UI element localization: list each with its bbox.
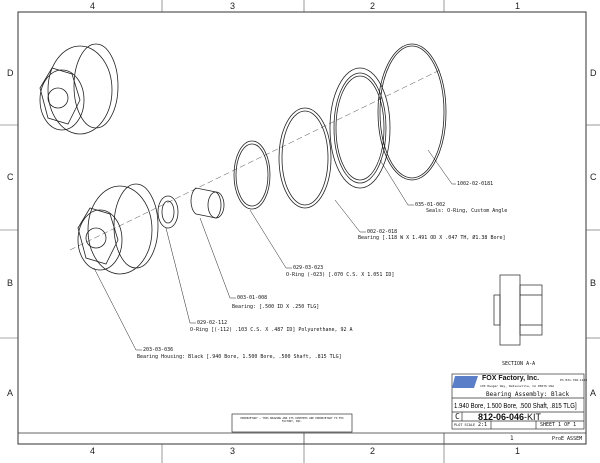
section-view [493,274,543,346]
part-number-base: 812-06-046 [478,412,525,422]
sheet-size: C [455,412,460,421]
company-phone: Ph 831-768-1100 [560,378,588,382]
zone-col-1-bottom: 1 [515,446,521,456]
zone-row-d: D [7,68,14,78]
callout-part-number: 029-03-023 [293,265,324,271]
leader-lines [93,149,456,351]
callout-part-number: 029-02-112 [197,320,228,326]
zone-row-b-right: B [590,278,597,288]
exploded-assembly [39,43,447,275]
title-block-lines [18,373,586,444]
callout-part-number: 1002-02-0181 [457,181,494,187]
zone-col-3-bottom: 3 [230,446,236,456]
zone-col-1: 1 [515,1,521,11]
company-name: FOX Factory, Inc. [482,375,540,382]
bearing-003 [190,187,222,219]
zone-row-a-right: A [590,388,597,398]
fox-logo [452,376,478,388]
oring-023 [233,140,271,210]
housing [77,183,159,275]
part-number: 812-06-046-KIT [478,412,541,422]
callout-description: O-Ring (-023) [.070 C.S. X 1.051 ID] [286,272,395,278]
zone-col-4-bottom: 4 [90,446,96,456]
zone-row-c: C [7,172,14,182]
zone-row-b: B [7,278,14,288]
drawing-title-line2: 1.940 Bore, 1.500 Bore, .500 Shaft, .815… [454,401,577,410]
zone-row-a: A [7,388,14,398]
drawing-title-line1: Bearing Assembly: Black [486,391,570,398]
proprietary-notice: PROPRIETARY — THIS DRAWING AND ITS CONTE… [240,417,344,423]
callout-part-number: 035-01-002 [415,202,446,208]
housing-iso-view [39,43,119,135]
callout-part-number: 203-03-036 [143,347,174,353]
ring-1002 [377,43,447,181]
zone-col-2: 2 [370,1,376,11]
callout-part-number: 003-01-008 [237,295,268,301]
callout-part-number: 002-02-018 [367,229,398,235]
callout-description: O-Ring [(-112) .103 C.S. X .487 ID] Poly… [190,327,353,333]
zone-col-3: 3 [230,1,236,11]
bottom-zone: 1 [510,435,514,442]
zone-col-2-bottom: 2 [370,446,376,456]
callout-description: Seals: O-Ring, Custom Angle [426,208,508,214]
zone-row-c-right: C [590,172,597,182]
callout-description: Bearing [.118 W X 1.491 OD X .047 TH, Ø1… [358,235,506,241]
bearing-002 [278,107,332,209]
seal-035 [329,67,391,189]
zone-row-d-right: D [590,68,597,78]
company-address: 130 Hangar Way, Watsonville, CA 95076 US… [480,384,555,388]
scale-label: PLOT SCALE [454,423,476,427]
callout-description: Bearing: [.500 ID X .250 TLG] [232,304,320,310]
sheet-number: SHEET 1 OF 1 [540,422,577,428]
drawn-by: ProE ASSEM [552,436,583,442]
oring-112 [157,195,179,229]
part-number-suffix: -KIT [524,412,542,422]
zone-col-4: 4 [90,1,96,11]
callout-description: Bearing Housing: Black [.940 Bore, 1.500… [137,354,342,360]
scale-value: 2:1 [478,422,488,428]
section-label: SECTION A-A [502,361,536,367]
